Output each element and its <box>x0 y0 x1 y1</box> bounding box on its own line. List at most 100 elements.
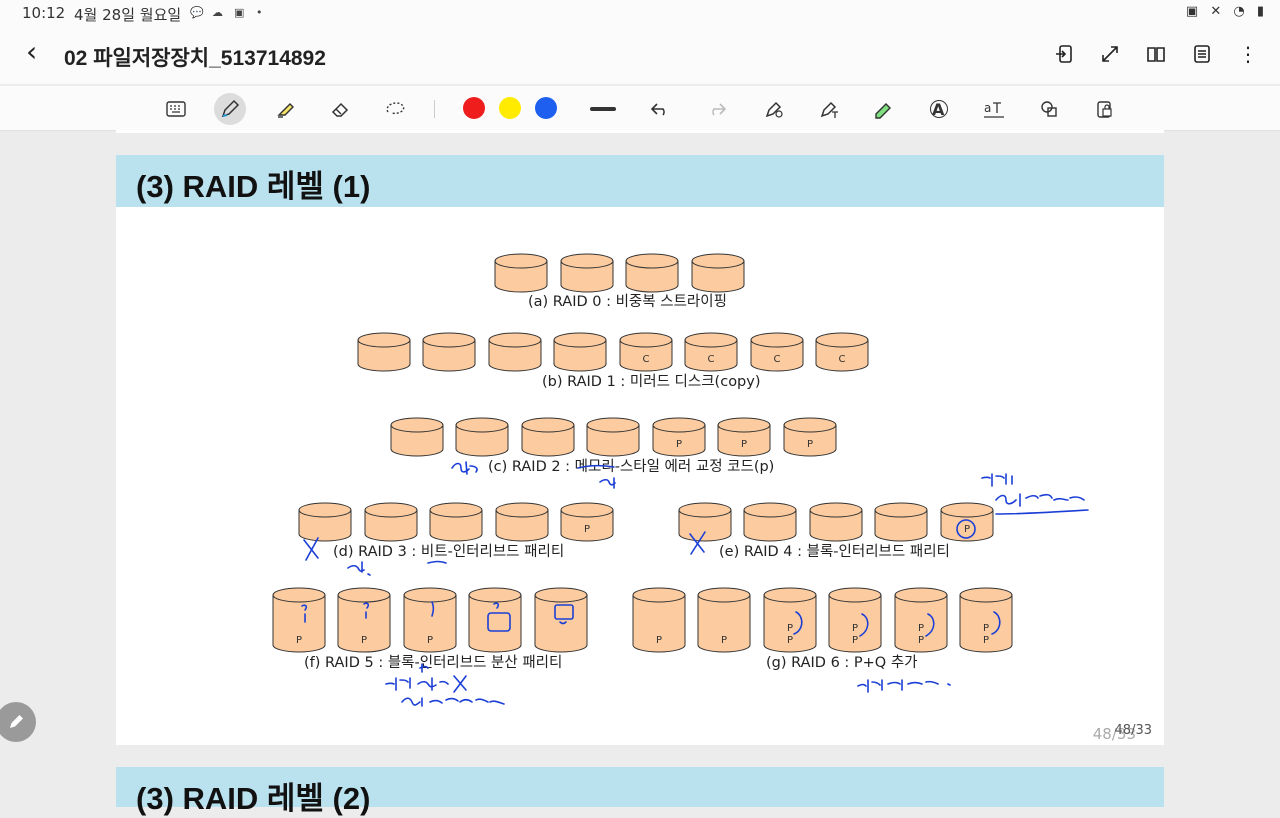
svg-text:A: A <box>932 100 945 119</box>
eraser-icon[interactable] <box>324 93 356 125</box>
shapes-icon[interactable] <box>1033 93 1065 125</box>
more-options-icon[interactable]: ⋮ <box>1238 42 1258 66</box>
caption-raid3: (d) RAID 3 : 비트-인터리브드 패리티 <box>333 544 565 560</box>
next-slide-title: (3) RAID 레벨 (2) <box>136 781 371 816</box>
raid5-disk <box>468 587 522 653</box>
raid2-disk <box>586 417 640 457</box>
caption-raid2: (c) RAID 2 : 메모리-스타일 에러 교정 코드(p) <box>488 459 775 475</box>
raid3-disk <box>298 502 352 542</box>
raid6-disk: PP <box>894 587 948 653</box>
pen-settings-icon[interactable] <box>758 93 790 125</box>
undo-icon[interactable] <box>644 93 676 125</box>
title-bar: ‹ 02 파일저장장치_513714892 ⋮ <box>0 26 1280 84</box>
red-color-swatch[interactable] <box>463 97 485 119</box>
caption-raid4: (e) RAID 4 : 블록-인터리브드 패리티 <box>719 544 950 560</box>
raid1-disk: C <box>684 332 738 372</box>
raid6-disk: P <box>697 587 751 653</box>
raid5-disk <box>534 587 588 653</box>
caption-raid0: (a) RAID 0 : 비중복 스트라이핑 <box>528 294 727 310</box>
disk-label: P <box>918 623 924 634</box>
disk-label: C <box>774 354 781 365</box>
line-width-icon[interactable] <box>587 93 619 125</box>
raid2-disk: P <box>717 417 771 457</box>
raid1-disk <box>488 332 542 372</box>
raid6-disk: P <box>632 587 686 653</box>
raid6-disk: PP <box>959 587 1013 653</box>
raid4-disk <box>874 502 928 542</box>
redo-icon[interactable] <box>701 93 733 125</box>
raid0-disk <box>494 253 548 293</box>
lock-image-icon[interactable] <box>1088 93 1120 125</box>
raid5-disk: P <box>272 587 326 653</box>
floating-pen-button[interactable] <box>0 702 36 742</box>
page-list-icon[interactable] <box>1190 42 1214 66</box>
expand-icon[interactable] <box>1098 42 1122 66</box>
disk-label: P <box>296 635 302 646</box>
disk-label: P <box>983 623 989 634</box>
disk-label: P <box>964 524 970 535</box>
raid1-disk: C <box>815 332 869 372</box>
drawing-toolbar: A a <box>0 86 1280 131</box>
back-chevron-icon[interactable]: ‹ <box>26 35 38 68</box>
status-bar: 10:12 4월 28일 월요일 💬 ☁ ▣ • ▣ ✕ ◔ ▮ <box>0 0 1280 26</box>
handwriting-recognition-icon[interactable]: A <box>923 93 955 125</box>
yellow-color-swatch[interactable] <box>499 97 521 119</box>
previous-page-edge <box>116 130 1164 133</box>
disk-label: P <box>852 635 858 646</box>
raid3-disk <box>495 502 549 542</box>
pencil-icon <box>10 715 23 728</box>
disk-label: P <box>361 635 367 646</box>
raid0-disk <box>560 253 614 293</box>
raid2-disk: P <box>783 417 837 457</box>
marker-icon[interactable] <box>868 93 900 125</box>
book-view-icon[interactable] <box>1144 42 1168 66</box>
disk-label: P <box>721 635 727 646</box>
highlighter-icon[interactable] <box>269 93 301 125</box>
pen-tool-icon[interactable] <box>214 93 246 125</box>
raid3-disk <box>429 502 483 542</box>
disk-label: P <box>983 635 989 646</box>
dot-icon: • <box>256 6 263 19</box>
toolbar-separator <box>434 100 435 118</box>
title-actions: ⋮ <box>1052 42 1260 66</box>
raid1-disk <box>357 332 411 372</box>
system-status-icons: ▣ ✕ ◔ ▮ <box>1185 4 1268 19</box>
blue-color-swatch[interactable] <box>535 97 557 119</box>
text-pen-icon[interactable] <box>813 93 845 125</box>
raid4-disk <box>809 502 863 542</box>
import-icon[interactable] <box>1052 42 1076 66</box>
raid1-disk: C <box>750 332 804 372</box>
lasso-icon[interactable] <box>379 93 411 125</box>
caption-raid6: (g) RAID 6 : P+Q 추가 <box>766 655 918 671</box>
raid2-disk <box>455 417 509 457</box>
raid4-disk <box>743 502 797 542</box>
keyboard-icon[interactable] <box>160 93 192 125</box>
raid1-disk <box>422 332 476 372</box>
raid5-disk: P <box>403 587 457 653</box>
disk-label: C <box>708 354 715 365</box>
raid2-disk: P <box>652 417 706 457</box>
next-slide-page[interactable]: (3) RAID 레벨 (2) <box>116 767 1164 816</box>
disk-label: P <box>852 623 858 634</box>
disk-label: P <box>427 635 433 646</box>
disk-label: P <box>741 439 747 450</box>
caption-raid5: (f) RAID 5 : 블록-인터리브드 분산 패리티 <box>304 655 563 671</box>
raid4-disk: P <box>940 502 994 542</box>
raid3-disk: P <box>560 502 614 542</box>
raid2-disk <box>521 417 575 457</box>
raid5-disk: P <box>337 587 391 653</box>
disk-label: P <box>787 623 793 634</box>
raid4-disk <box>678 502 732 542</box>
disk-label: P <box>656 635 662 646</box>
raid0-disk <box>691 253 745 293</box>
document-title: 02 파일저장장치_513714892 <box>64 47 326 70</box>
raid3-disk <box>364 502 418 542</box>
raid6-disk: PP <box>828 587 882 653</box>
raid1-disk: C <box>619 332 673 372</box>
slide-header: (3) RAID 레벨 (1) <box>116 155 1164 207</box>
page-number-ghost: 48/33 <box>1092 725 1136 743</box>
text-box-icon[interactable]: a <box>978 93 1010 125</box>
disk-label: C <box>643 354 650 365</box>
